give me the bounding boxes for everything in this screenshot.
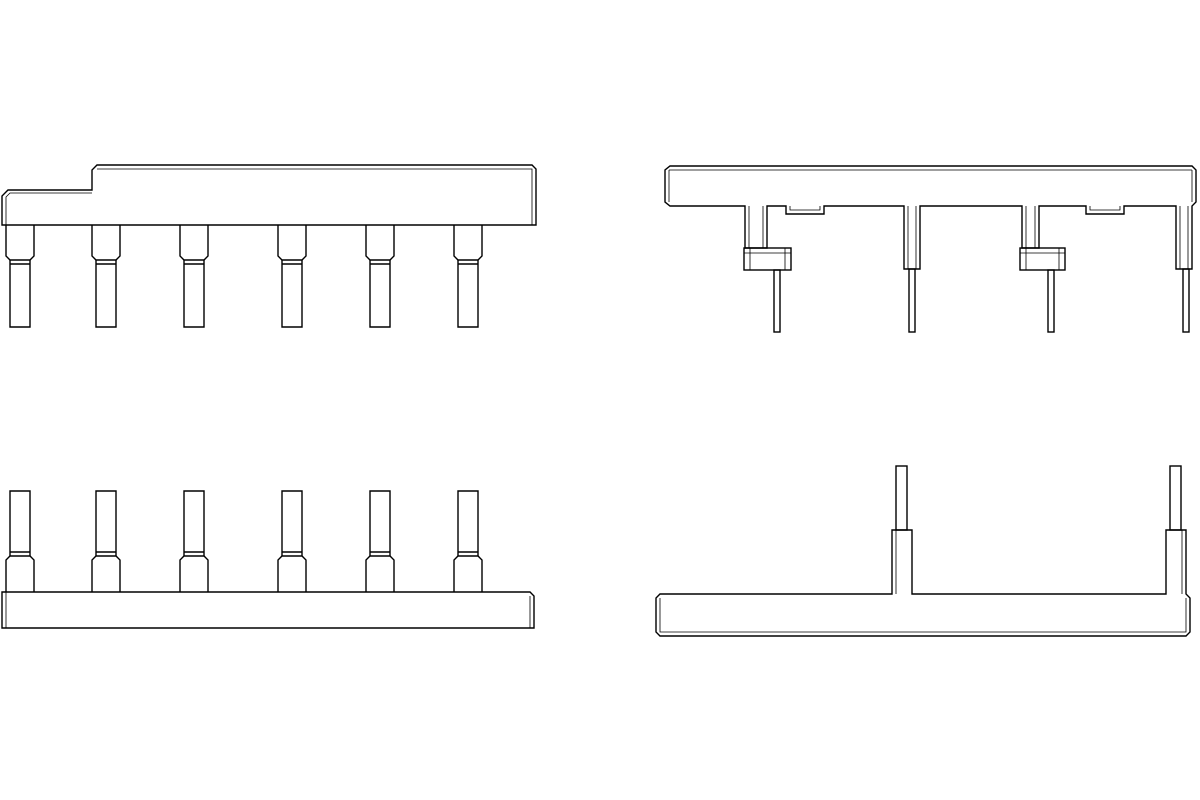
pin (183, 490, 205, 556)
pin (91, 555, 121, 592)
pin (453, 555, 483, 592)
pin (457, 260, 479, 328)
pin (277, 225, 307, 261)
pin (895, 465, 908, 531)
pin (369, 260, 391, 328)
pin (9, 260, 31, 328)
pin (5, 225, 35, 261)
pin (179, 225, 209, 261)
pin (5, 555, 35, 592)
comb-busbar-front-view-inverted (1, 591, 535, 629)
busbar-body (1, 164, 537, 226)
busbar-edge-line (5, 168, 533, 225)
pin (95, 490, 117, 556)
pin (281, 490, 303, 556)
comb-busbar-front-view (1, 164, 537, 226)
pin (1182, 268, 1190, 333)
pin (773, 269, 781, 333)
pin (9, 490, 31, 556)
pin (457, 490, 479, 556)
pin (183, 260, 205, 328)
pin (91, 225, 121, 261)
pin (95, 260, 117, 328)
insulator-block-edge (744, 248, 791, 270)
pin-row-top-left (5, 225, 483, 328)
pin (365, 555, 395, 592)
comb-busbar-side-view-inverted (655, 465, 1191, 637)
pin (1169, 465, 1182, 531)
busbar-edge-line (659, 530, 1187, 633)
busbar-edge-line (5, 592, 531, 628)
pin (453, 225, 483, 261)
pin-row-bottom-left (5, 490, 483, 592)
insulator-block (1019, 247, 1066, 271)
pin (369, 490, 391, 556)
busbar-body (655, 529, 1191, 637)
pin (365, 225, 395, 261)
comb-busbar-side-view (664, 165, 1197, 333)
pin (179, 555, 209, 592)
pin (281, 260, 303, 328)
insulator-block (743, 247, 792, 271)
pin (277, 555, 307, 592)
pin (1047, 269, 1055, 333)
pin (908, 268, 916, 333)
insulator-block-edge (1020, 248, 1065, 270)
busbar-body (1, 591, 535, 629)
busbar-edge-line (668, 169, 1193, 269)
